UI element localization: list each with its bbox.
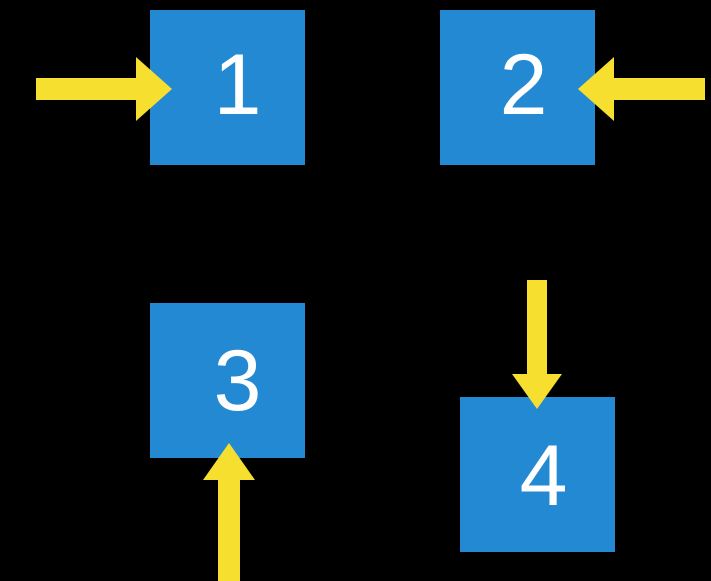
node-box-2[interactable]: 2 (440, 10, 595, 165)
node-label-3: 3 (213, 332, 262, 429)
node-label-4: 4 (519, 427, 568, 524)
arrow-down-into-node-4-icon (512, 280, 562, 409)
node-label-1: 1 (213, 36, 262, 133)
node-box-3[interactable]: 3 (150, 303, 305, 458)
node-label-2: 2 (499, 36, 548, 133)
arrow-right-into-node-1-icon (36, 57, 172, 121)
arrow-up-into-node-3-icon (203, 443, 255, 581)
node-box-1[interactable]: 1 (150, 10, 305, 165)
node-box-4[interactable]: 4 (460, 397, 615, 552)
arrow-left-into-node-2-icon (578, 57, 705, 121)
